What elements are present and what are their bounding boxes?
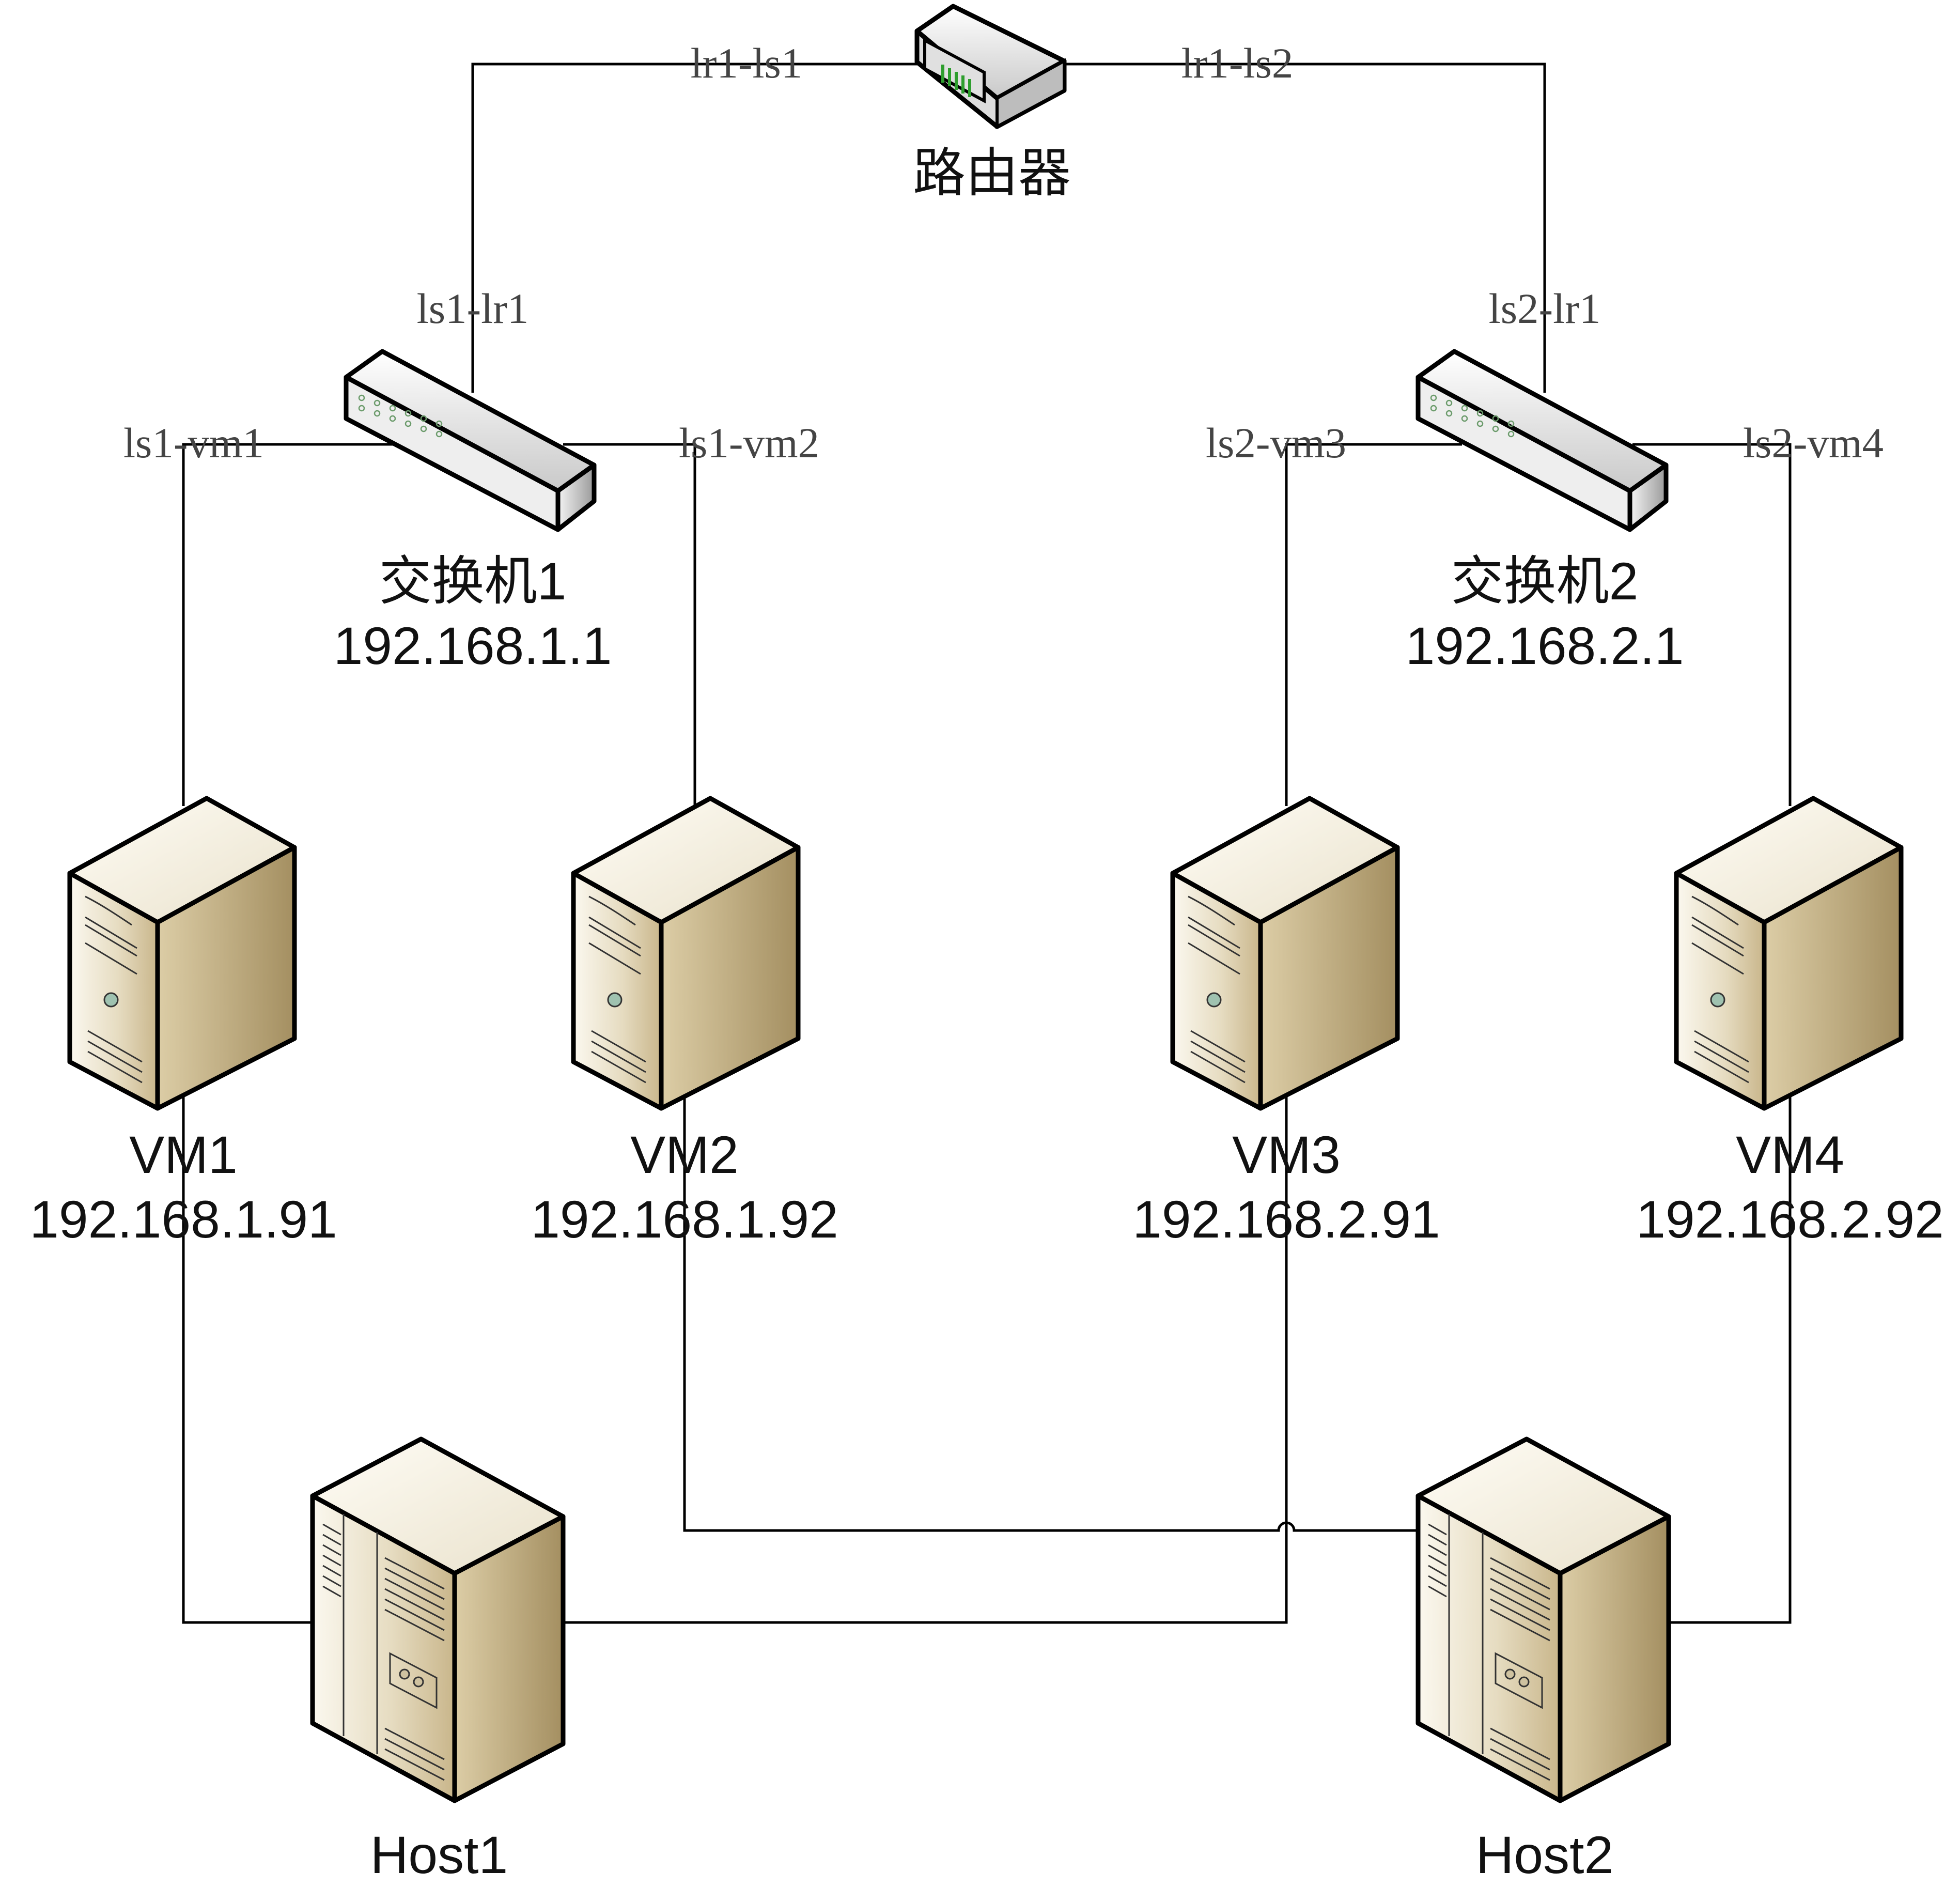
host2-name: Host2 xyxy=(1476,1826,1613,1884)
link-switch1-vm2 xyxy=(563,443,696,806)
connections xyxy=(182,63,1792,1624)
link-switch1-vm1 xyxy=(182,443,393,806)
switch-2[interactable] xyxy=(1415,349,1669,532)
link-vm3-host1 xyxy=(558,1095,1288,1624)
switch2-name: 交换机2 xyxy=(1451,552,1639,611)
router-led-icon xyxy=(941,65,971,97)
vm2-ip: 192.168.1.92 xyxy=(531,1190,838,1249)
switch1-ip: 192.168.1.1 xyxy=(334,616,612,675)
switch2-uplink-port: ls2-lr1 xyxy=(1489,285,1601,332)
server-tower-icon xyxy=(67,796,297,1111)
vm2-name: VM2 xyxy=(630,1125,739,1184)
link-switch2-vm4 xyxy=(1632,443,1792,806)
server-tower-icon xyxy=(1170,796,1400,1111)
host-2[interactable] xyxy=(1415,1436,1671,1803)
server-tower-icon xyxy=(571,796,801,1111)
link-router-switch2 xyxy=(1064,63,1546,393)
host1-name: Host1 xyxy=(370,1826,508,1884)
switch1-port-vm1: ls1-vm1 xyxy=(123,419,264,467)
switch2-port-vm4: ls2-vm4 xyxy=(1743,419,1884,467)
server-tower-icon xyxy=(1674,796,1904,1111)
link-router-switch1 xyxy=(471,63,920,393)
vm4-ip: 192.168.2.92 xyxy=(1636,1190,1944,1249)
vm3-ip: 192.168.2.91 xyxy=(1132,1190,1440,1249)
link-switch2-vm3 xyxy=(1285,443,1462,806)
switch1-uplink-port: ls1-lr1 xyxy=(417,285,529,332)
vm-3[interactable] xyxy=(1170,796,1400,1111)
host-1[interactable] xyxy=(310,1436,566,1803)
vm3-name: VM3 xyxy=(1232,1125,1341,1184)
vm1-name: VM1 xyxy=(129,1125,238,1184)
router-port-ls2: lr1-ls2 xyxy=(1181,39,1294,87)
switch2-port-vm3: ls2-vm3 xyxy=(1206,419,1346,467)
router-label: 路由器 xyxy=(913,144,1071,203)
vm-2[interactable] xyxy=(571,796,801,1111)
switch-icon xyxy=(1415,349,1669,532)
switch-1[interactable] xyxy=(344,349,597,532)
switch1-port-vm2: ls1-vm2 xyxy=(679,419,819,467)
router-port-ls1: lr1-ls1 xyxy=(691,39,803,87)
router-icon xyxy=(914,4,1067,130)
vm4-name: VM4 xyxy=(1736,1125,1844,1184)
vm-4[interactable] xyxy=(1674,796,1904,1111)
vm1-ip: 192.168.1.91 xyxy=(29,1190,337,1249)
switch-icon xyxy=(344,349,597,532)
server-rack-icon xyxy=(310,1436,566,1803)
router[interactable]: 路由器 lr1-ls1 lr1-ls2 xyxy=(691,4,1294,203)
vm-1[interactable] xyxy=(67,796,297,1111)
switch1-name: 交换机1 xyxy=(379,552,567,611)
link-vm4-host2 xyxy=(1658,1095,1792,1624)
switch2-ip: 192.168.2.1 xyxy=(1406,616,1684,675)
server-rack-icon xyxy=(1415,1436,1671,1803)
link-vm1-host1 xyxy=(182,1095,320,1624)
